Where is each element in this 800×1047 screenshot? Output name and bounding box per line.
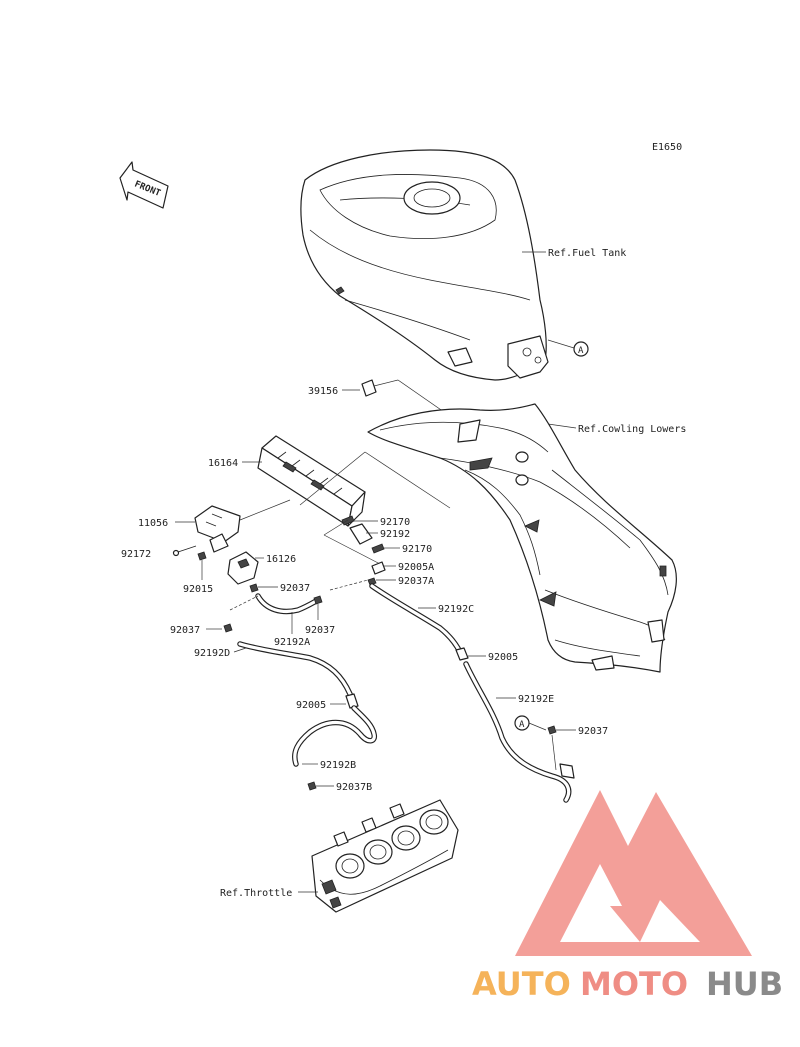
ref-throttle: Ref.Throttle xyxy=(220,888,292,899)
joint-92005A xyxy=(371,561,386,575)
hose-92192E xyxy=(463,661,575,803)
label-92005A: 92005A xyxy=(398,562,434,573)
label-92192D: 92192D xyxy=(194,648,230,659)
label-92005-right: 92005 xyxy=(488,652,518,663)
clip-92037-right xyxy=(547,725,557,735)
svg-text:A: A xyxy=(578,346,584,356)
label-92192E: 92192E xyxy=(518,694,554,705)
svg-text:HUB: HUB xyxy=(706,965,783,1003)
bracket-11056 xyxy=(194,505,241,543)
label-92037-hose: 92037 xyxy=(305,625,335,636)
label-39156: 39156 xyxy=(308,386,338,397)
label-16126: 16126 xyxy=(266,554,296,565)
label-92172: 92172 xyxy=(121,549,151,560)
label-92170-bottom: 92170 xyxy=(402,544,432,555)
cowling-lowers xyxy=(367,403,677,673)
hose-92192B xyxy=(292,705,378,767)
nut-92015 xyxy=(197,551,207,561)
hose-92192D xyxy=(237,641,353,697)
label-92015: 92015 xyxy=(183,584,213,595)
label-92037A: 92037A xyxy=(398,576,434,587)
label-92170-top: 92170 xyxy=(380,517,410,528)
clamp-92170-bottom xyxy=(371,543,385,554)
label-92192: 92192 xyxy=(380,529,410,540)
svg-text:AUTO: AUTO xyxy=(472,965,571,1003)
label-92037-left: 92037 xyxy=(170,625,200,636)
part-39156 xyxy=(361,379,377,397)
clip-92037A xyxy=(367,577,377,586)
canister-16164 xyxy=(257,435,366,527)
bolt-92172 xyxy=(172,545,197,557)
svg-text:MOTO: MOTO xyxy=(580,965,688,1003)
clip-92037-hose xyxy=(313,595,323,605)
throttle-bodies xyxy=(311,799,459,913)
label-92192C: 92192C xyxy=(438,604,474,615)
ref-cowling-lowers: Ref.Cowling Lowers xyxy=(578,424,686,435)
hose-92192 xyxy=(349,523,373,545)
clip-92037-left xyxy=(223,623,233,633)
ref-fuel-tank: Ref.Fuel Tank xyxy=(548,248,626,259)
front-arrow-icon: FRONT xyxy=(119,161,169,209)
hose-92192C xyxy=(369,583,463,655)
marker-a-top xyxy=(573,341,589,357)
label-92037-right: 92037 xyxy=(578,726,608,737)
clip-92037B xyxy=(307,781,317,791)
automotohub-logo xyxy=(515,790,752,956)
label-92005-left: 92005 xyxy=(296,700,326,711)
label-92192A: 92192A xyxy=(274,637,310,648)
automotohub-wordmark: AUTO MOTO HUB xyxy=(472,965,783,1003)
svg-text:A: A xyxy=(519,720,525,730)
joint-92005-right xyxy=(455,647,469,661)
diagram-code: E1650 xyxy=(652,142,682,153)
valve-16126 xyxy=(209,533,259,585)
joint-92005-left xyxy=(345,693,359,709)
label-92192B: 92192B xyxy=(320,760,356,771)
clip-92037-mid xyxy=(249,583,259,593)
hose-92192A xyxy=(255,593,321,615)
label-11056: 11056 xyxy=(138,518,168,529)
label-92037B: 92037B xyxy=(336,782,372,793)
fuel-tank xyxy=(300,149,549,381)
label-92037-mid: 92037 xyxy=(280,583,310,594)
label-16164: 16164 xyxy=(208,458,238,469)
